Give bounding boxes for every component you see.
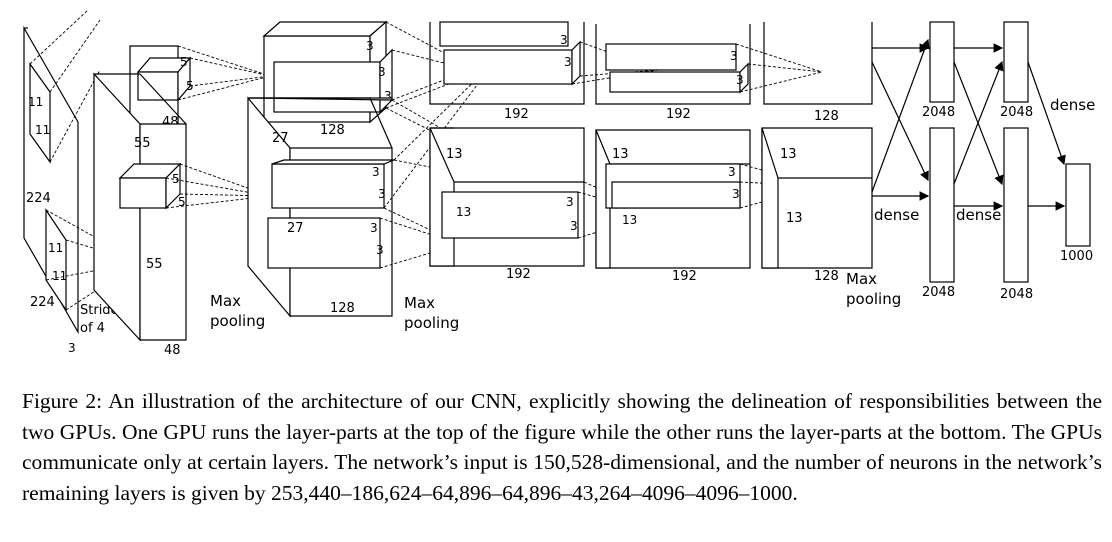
conv3-bottom bbox=[429, 127, 585, 267]
fc7-bottom-units: 2048 bbox=[1000, 287, 1033, 302]
conv4-size-label: 13 bbox=[612, 147, 629, 162]
fc8-output bbox=[1065, 163, 1091, 247]
conv2-bottom-depth: 128 bbox=[330, 301, 355, 316]
input-depth-label: 3 bbox=[68, 341, 76, 355]
fc7-top-units: 2048 bbox=[1000, 105, 1033, 120]
conv2-top-depth: 128 bbox=[320, 123, 345, 138]
fc6-top-units: 2048 bbox=[922, 105, 955, 120]
fc7-bottom bbox=[1003, 127, 1029, 283]
input-kernel2-w: 11 bbox=[52, 269, 67, 283]
fc7-dense-label: dense bbox=[956, 206, 1001, 224]
conv3-top-kernel-b: 3 bbox=[564, 55, 572, 69]
input-width-label: 224 bbox=[30, 295, 55, 310]
conv5-pool-line1: Max bbox=[846, 270, 877, 288]
cnn-architecture-figure: 11 11 224 11 11 224 Stride of 4 3 5 5 48… bbox=[23, 9, 1095, 358]
conv2-top bbox=[262, 20, 393, 124]
conv4-bottom-kernel-b: 3 bbox=[732, 187, 740, 201]
conv5-top bbox=[763, 22, 873, 105]
fc6-bottom bbox=[929, 127, 955, 283]
input-conv1-connections bbox=[29, 9, 141, 311]
fc8-dense-label: dense bbox=[1050, 96, 1095, 114]
conv4-top-depth: 192 bbox=[666, 107, 691, 122]
conv3-pool-line2: pooling bbox=[404, 314, 459, 332]
conv4-top bbox=[595, 24, 751, 105]
conv5-bottom bbox=[761, 127, 873, 269]
conv3-bottom-kernel-b: 3 bbox=[570, 219, 578, 233]
conv5-bottom-depth: 128 bbox=[814, 269, 839, 284]
fc8-units: 1000 bbox=[1060, 249, 1093, 264]
input-kernel-w: 11 bbox=[35, 123, 50, 137]
architecture-diagram: 11 11 224 11 11 224 Stride of 4 3 5 5 48… bbox=[23, 9, 1095, 358]
conv1-bottom-kernel-b: 5 bbox=[178, 195, 186, 209]
conv5-bottom-size: 13 bbox=[786, 211, 803, 226]
fc6-bottom-units: 2048 bbox=[922, 285, 955, 300]
conv4-top-kernel-a: 3 bbox=[730, 49, 738, 63]
conv3-pool-line1: Max bbox=[404, 294, 435, 312]
conv1-bottom-depth: 48 bbox=[164, 343, 181, 358]
conv4-bottom-depth: 192 bbox=[672, 269, 697, 284]
figure-caption: Figure 2: An illustration of the archite… bbox=[22, 386, 1102, 508]
fc7-top bbox=[1003, 21, 1029, 103]
conv3-bottom-kernel-a: 3 bbox=[566, 195, 574, 209]
conv4-bottom-size: 13 bbox=[622, 213, 637, 227]
conv5-top-depth: 128 bbox=[814, 109, 839, 124]
dense-connections bbox=[871, 38, 1066, 211]
stride-label-line2: of 4 bbox=[80, 321, 105, 336]
conv1-top bbox=[129, 45, 192, 131]
conv1-size-label: 55 bbox=[134, 136, 151, 151]
conv2-size-label: 27 bbox=[272, 131, 289, 146]
conv2-top-kernel-c: 3 bbox=[384, 89, 392, 103]
input-volume bbox=[23, 25, 79, 335]
conv3-bottom-depth: 192 bbox=[506, 267, 531, 282]
conv2-bottom-kernel-c: 3 bbox=[370, 221, 378, 235]
conv4-bottom-kernel-a: 3 bbox=[728, 165, 736, 179]
conv1-stride-size: 55 bbox=[146, 257, 163, 272]
conv5-pool-line2: pooling bbox=[846, 290, 901, 308]
conv2-pool-line2: pooling bbox=[210, 312, 265, 330]
conv3-top bbox=[429, 21, 585, 105]
conv1-conv2-connections bbox=[165, 45, 271, 209]
conv2-pool-line1: Max bbox=[210, 292, 241, 310]
conv4-bottom bbox=[595, 129, 751, 269]
conv2-bottom-size: 27 bbox=[287, 221, 304, 236]
conv1-top-kernel-b: 5 bbox=[186, 79, 194, 93]
conv2-bottom-kernel-d: 3 bbox=[376, 243, 384, 257]
conv2-bottom-kernel-b: 3 bbox=[378, 187, 386, 201]
input-kernel-h: 11 bbox=[28, 95, 43, 109]
caption-text: An illustration of the architecture of o… bbox=[22, 389, 1102, 505]
conv1-top-kernel-a: 5 bbox=[180, 55, 188, 69]
conv2-top-kernel-a: 3 bbox=[366, 39, 374, 53]
fc6-dense-label: dense bbox=[874, 206, 919, 224]
caption-label: Figure 2: bbox=[22, 389, 103, 413]
conv3-top-depth: 192 bbox=[504, 107, 529, 122]
input-height-label: 224 bbox=[26, 191, 51, 206]
input-kernel2-h: 11 bbox=[48, 241, 63, 255]
fc6-top bbox=[929, 21, 955, 103]
conv2-bottom bbox=[247, 96, 395, 318]
conv1-bottom bbox=[93, 72, 187, 342]
conv2-top-kernel-b: 3 bbox=[378, 65, 386, 79]
conv3-size-label: 13 bbox=[446, 147, 463, 162]
conv4-top-kernel-b: 3 bbox=[736, 73, 744, 87]
conv3-bottom-size: 13 bbox=[456, 205, 471, 219]
conv3-top-kernel-a: 3 bbox=[560, 33, 568, 47]
conv1-bottom-kernel-a: 5 bbox=[172, 172, 180, 186]
conv5-size-label: 13 bbox=[780, 147, 797, 162]
conv2-bottom-kernel-a: 3 bbox=[372, 165, 380, 179]
